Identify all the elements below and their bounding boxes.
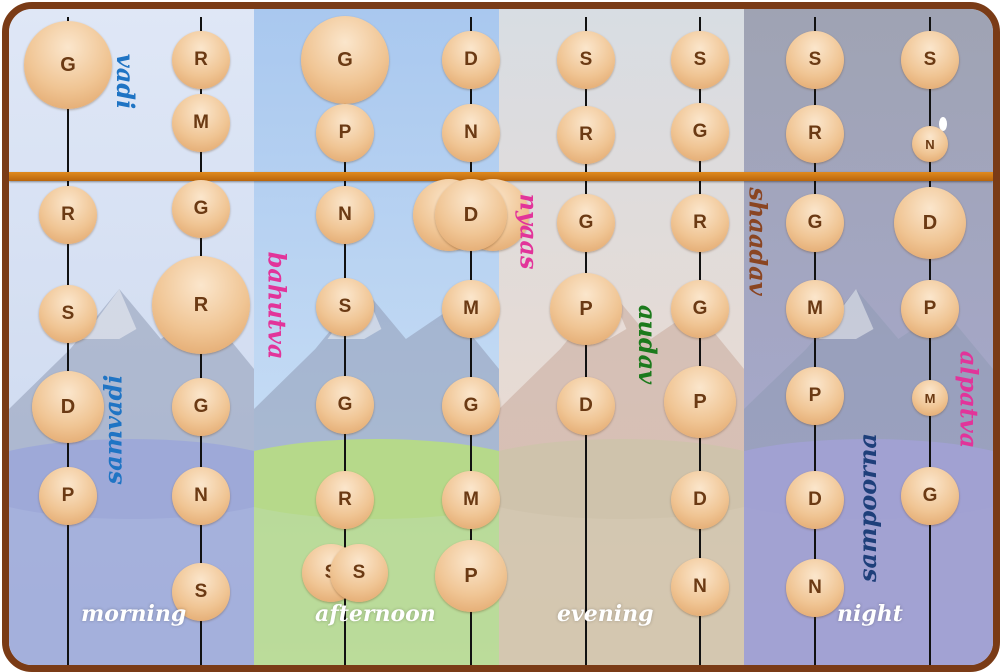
bead[interactable]: S — [557, 31, 615, 89]
bead[interactable]: P — [39, 467, 97, 525]
mountain-range — [254, 289, 499, 469]
bead[interactable]: G — [316, 376, 374, 434]
abacus-rod-6 — [699, 17, 701, 665]
bead[interactable]: M — [912, 380, 948, 416]
bead[interactable]: N — [172, 467, 230, 525]
bead[interactable]: D — [435, 179, 507, 251]
raga-term-vadi: vadi — [110, 53, 140, 109]
raga-term-sampoorna: sampoorna — [852, 432, 882, 582]
raga-term-nyaas: nyaas — [514, 192, 544, 270]
bead[interactable]: R — [786, 105, 844, 163]
bead[interactable]: S — [172, 563, 230, 621]
bead[interactable]: G — [557, 194, 615, 252]
hill — [254, 439, 499, 519]
bead[interactable]: D — [671, 471, 729, 529]
bead[interactable]: R — [671, 194, 729, 252]
bead[interactable]: D — [786, 471, 844, 529]
mountain-snow — [82, 289, 137, 339]
bead[interactable]: M — [786, 280, 844, 338]
bead[interactable]: N — [786, 559, 844, 617]
bead[interactable]: G — [172, 378, 230, 436]
time-label-morning: morning — [81, 601, 187, 627]
bead[interactable]: N — [442, 104, 500, 162]
bead[interactable]: G — [671, 280, 729, 338]
bead[interactable]: D — [32, 371, 104, 443]
bead[interactable]: G — [671, 103, 729, 161]
bead[interactable]: S — [671, 31, 729, 89]
bead[interactable]: G — [301, 16, 389, 104]
bead[interactable]: G — [442, 377, 500, 435]
time-label-afternoon: afternoon — [315, 601, 436, 627]
bead[interactable]: R — [557, 106, 615, 164]
bead[interactable]: G — [786, 194, 844, 252]
raga-term-audav: audav — [632, 304, 662, 384]
bead[interactable]: M — [442, 280, 500, 338]
bead[interactable]: G — [24, 21, 112, 109]
abacus-rod-7 — [814, 17, 816, 665]
time-label-evening: evening — [557, 601, 654, 627]
bead[interactable]: D — [442, 31, 500, 89]
bead[interactable]: S — [786, 31, 844, 89]
abacus-rod-4 — [470, 17, 472, 665]
bead[interactable]: R — [316, 471, 374, 529]
bead[interactable]: S — [901, 31, 959, 89]
bead[interactable]: S — [316, 278, 374, 336]
abacus-rod-8 — [929, 17, 931, 665]
bead[interactable]: P — [550, 273, 622, 345]
bead[interactable]: R — [39, 186, 97, 244]
raga-term-shaadav: shaadav — [743, 186, 773, 296]
bead[interactable]: N — [316, 186, 374, 244]
bead[interactable]: M — [172, 94, 230, 152]
bead[interactable]: P — [664, 366, 736, 438]
bead[interactable]: P — [435, 540, 507, 612]
raga-term-bahutva: bahutva — [262, 251, 292, 359]
abacus-rod-3 — [344, 17, 346, 665]
bead[interactable]: R — [152, 256, 250, 354]
raga-term-samvadi: samvadi — [98, 374, 128, 484]
abacus-divider-beam — [9, 172, 993, 181]
raga-term-alpatva: alpatva — [954, 350, 984, 448]
bead[interactable]: P — [901, 280, 959, 338]
bead[interactable]: G — [901, 467, 959, 525]
bead[interactable]: D — [557, 377, 615, 435]
time-label-night: night — [837, 601, 903, 627]
bead[interactable]: S — [39, 285, 97, 343]
bead[interactable]: S — [330, 544, 388, 602]
moon-glint-icon — [939, 117, 947, 131]
bead[interactable]: N — [671, 558, 729, 616]
bead[interactable]: P — [786, 367, 844, 425]
bead[interactable]: N — [912, 126, 948, 162]
bead[interactable]: R — [172, 31, 230, 89]
bead[interactable]: P — [316, 104, 374, 162]
bead[interactable]: G — [172, 180, 230, 238]
bead[interactable]: M — [442, 471, 500, 529]
bead[interactable]: D — [894, 187, 966, 259]
